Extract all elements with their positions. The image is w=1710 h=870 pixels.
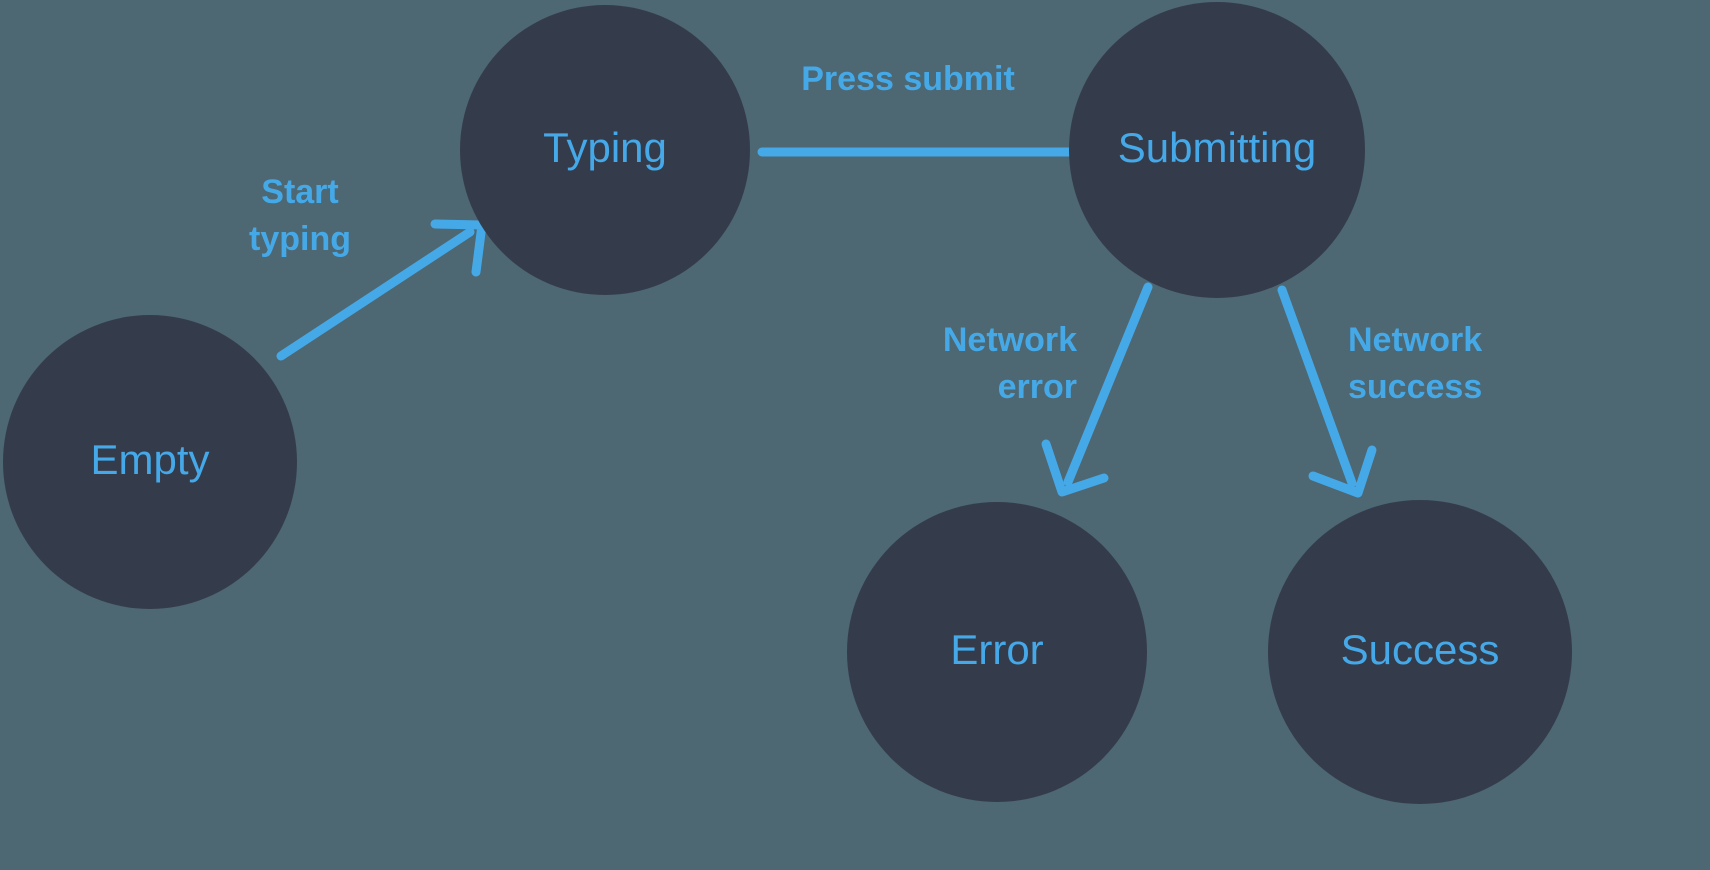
edge-empty-to-typing-line xyxy=(276,227,475,361)
state-node-empty-label: Empty xyxy=(90,436,209,483)
edge-submitting-to-success-line xyxy=(1277,285,1357,488)
state-node-empty[interactable]: Empty xyxy=(3,315,297,609)
edge-label-empty-to-typing: Start typing xyxy=(249,173,351,258)
edge-label-submitting-to-error-line1: Network xyxy=(943,321,1077,359)
edge-submitting-to-success-arrowhead xyxy=(1308,445,1377,498)
state-node-error[interactable]: Error xyxy=(847,502,1147,802)
edge-submitting-to-error-line xyxy=(1063,282,1153,487)
state-node-submitting-label: Submitting xyxy=(1118,124,1316,171)
state-node-success[interactable]: Success xyxy=(1268,500,1572,804)
state-node-submitting[interactable]: Submitting xyxy=(1069,2,1365,298)
state-node-empty-circle[interactable] xyxy=(3,315,297,609)
state-node-typing[interactable]: Typing xyxy=(460,5,750,295)
edge-label-empty-to-typing-line2: typing xyxy=(249,220,351,258)
edge-submitting-to-success xyxy=(1277,285,1377,498)
edge-label-submitting-to-success-line1: Network xyxy=(1348,321,1482,359)
state-node-error-circle[interactable] xyxy=(847,502,1147,802)
state-node-success-label: Success xyxy=(1341,626,1500,673)
edge-label-submitting-to-error-line2: error xyxy=(998,368,1077,406)
edge-label-submitting-to-success: Network success xyxy=(1348,321,1482,406)
edge-label-submitting-to-success-line2: success xyxy=(1348,368,1482,406)
edge-label-empty-to-typing-line1: Start xyxy=(261,173,338,211)
edge-label-typing-to-submitting: Press submit xyxy=(801,60,1015,98)
state-node-typing-label: Typing xyxy=(543,124,667,171)
state-node-success-circle[interactable] xyxy=(1268,500,1572,804)
state-node-typing-circle[interactable] xyxy=(460,5,750,295)
edge-label-submitting-to-error: Network error xyxy=(943,321,1077,406)
edge-submitting-to-error xyxy=(1041,282,1153,497)
edge-label-typing-to-submitting-line1: Press submit xyxy=(801,60,1015,98)
state-node-error-label: Error xyxy=(950,626,1043,673)
state-node-submitting-circle[interactable] xyxy=(1069,2,1365,298)
edge-submitting-to-error-arrowhead xyxy=(1041,439,1109,497)
